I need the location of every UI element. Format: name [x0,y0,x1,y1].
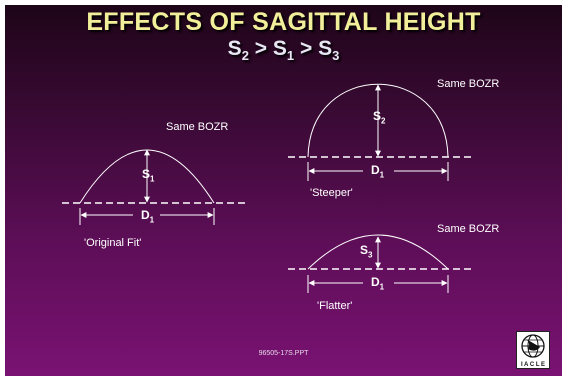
subtitle-s2: S [227,37,242,60]
flatter-lens-arc [307,234,449,270]
subtitle-gt-1: > [254,37,268,60]
steeper-sag-label: S2 [373,109,385,125]
original-fit-diagram [62,149,245,225]
original-diam-label: D1 [141,208,154,224]
slide: EFFECTS OF SAGITTAL HEIGHT S2 > S1 > S3 [5,5,562,376]
flatter-diam-letter: D [371,275,380,289]
original-sag-letter: S [142,167,151,181]
flatter-diagram [288,234,475,293]
subtitle-s3-sub: 3 [332,48,340,64]
subtitle-s3: S [318,37,333,60]
subtitle-s1-sub: 1 [286,48,295,64]
steeper-bozr-label: Same BOZR [437,78,500,90]
flatter-diam-sub: 1 [379,282,385,292]
footer-filename: 96505-17S.PPT [258,350,309,357]
steeper-diam-sub: 1 [379,170,385,180]
steeper-sag-sub: 2 [381,116,386,126]
original-sag-label: S1 [142,167,154,183]
original-diam-letter: D [141,208,150,222]
flatter-sag-letter: S [360,243,369,257]
flatter-caption: 'Flatter' [317,300,353,312]
globe-logo-icon: I A C L E [516,331,550,369]
slide-title: EFFECTS OF SAGITTAL HEIGHT [86,8,481,36]
subtitle-s1: S [272,37,287,60]
slide-subtitle: S2 > S1 > S3 [5,37,562,63]
svg-text:I A C L E: I A C L E [521,362,545,368]
steeper-caption: 'Steeper' [310,187,353,199]
original-caption: 'Original Fit' [84,237,142,249]
subtitle-s2-sub: 2 [241,48,249,64]
original-diam-sub: 1 [149,215,155,225]
steeper-sag-letter: S [373,109,382,123]
steeper-diam-letter: D [371,163,380,177]
flatter-diam-label: D1 [371,275,384,291]
steeper-diam-label: D1 [371,163,384,179]
original-bozr-label: Same BOZR [166,121,229,133]
original-sag-sub: 1 [150,174,155,184]
steeper-diagram [288,83,475,181]
flatter-sag-label: S3 [360,243,372,259]
subtitle-gt-2: > [299,37,313,60]
flatter-sag-sub: 3 [368,250,373,260]
flatter-bozr-label: Same BOZR [437,223,500,235]
lens-diagrams [62,83,475,293]
